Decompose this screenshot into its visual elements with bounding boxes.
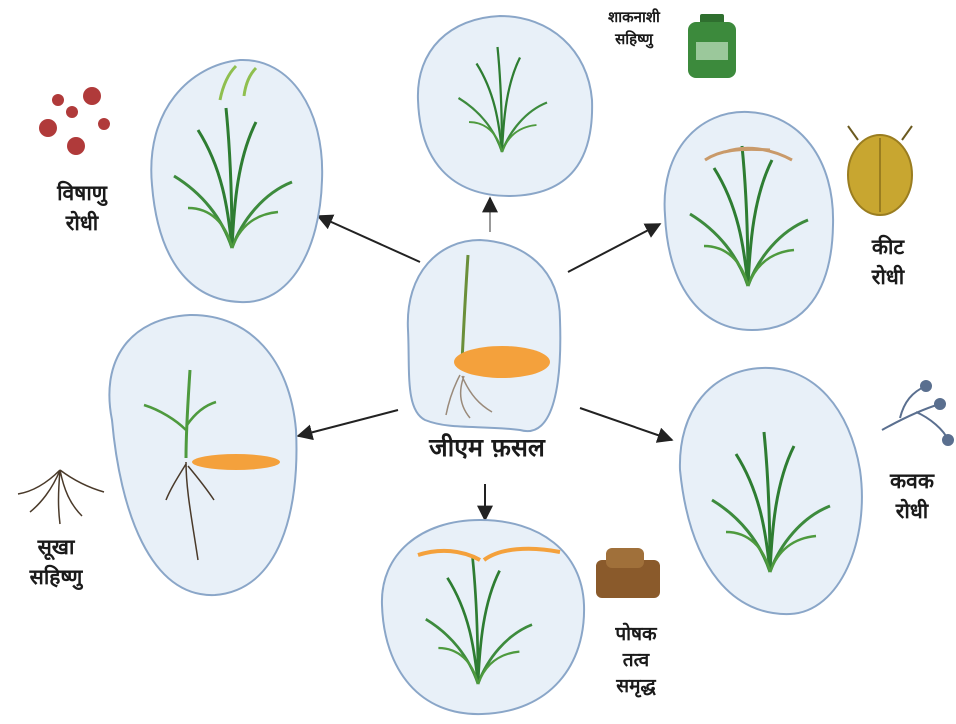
fungus-icon bbox=[882, 381, 953, 445]
beetle-icon bbox=[848, 126, 912, 215]
arrow-to-insect bbox=[568, 224, 660, 272]
arrow-to-fungus bbox=[580, 408, 672, 440]
center-label: जीएम फ़सल bbox=[428, 433, 546, 462]
herbicide-label-line1: शाकनाशी bbox=[608, 8, 661, 26]
fungus-label-line1: कवक bbox=[889, 469, 935, 493]
roots-icon bbox=[18, 470, 104, 524]
insect-label-line1: कीट bbox=[871, 234, 906, 259]
insect-label-line2: रोधी bbox=[871, 264, 906, 289]
herbicide-label-line2: सहिष्णु bbox=[614, 30, 654, 49]
center-cell bbox=[408, 240, 560, 431]
center-seed bbox=[454, 346, 550, 378]
virus-cell bbox=[151, 60, 322, 302]
insect-cell bbox=[665, 112, 834, 330]
drought-cell bbox=[109, 315, 296, 595]
fungus-cell bbox=[680, 368, 862, 614]
nutrient-label-line2: तत्व bbox=[622, 649, 651, 671]
herbicide-bottle-icon bbox=[688, 14, 736, 78]
arrow-to-virus bbox=[318, 216, 420, 262]
drought-seed bbox=[192, 454, 280, 470]
nutrient-pile-icon bbox=[596, 548, 660, 598]
virus-icon bbox=[39, 87, 110, 155]
virus-label-line1: विषाणु bbox=[56, 180, 108, 207]
nutrient-label-line1: पोषक bbox=[614, 622, 658, 645]
drought-label-line1: सूखा bbox=[37, 535, 76, 561]
drought-label-line2: सहिष्णु bbox=[29, 564, 84, 591]
virus-label-line2: रोधी bbox=[65, 210, 100, 235]
arrow-to-drought bbox=[298, 410, 398, 436]
nutrient-label-line3: समृद्ध bbox=[615, 675, 656, 698]
herbicide-cell bbox=[418, 16, 592, 196]
fungus-label-line2: रोधी bbox=[895, 498, 930, 523]
nutrient-cell bbox=[382, 520, 584, 714]
